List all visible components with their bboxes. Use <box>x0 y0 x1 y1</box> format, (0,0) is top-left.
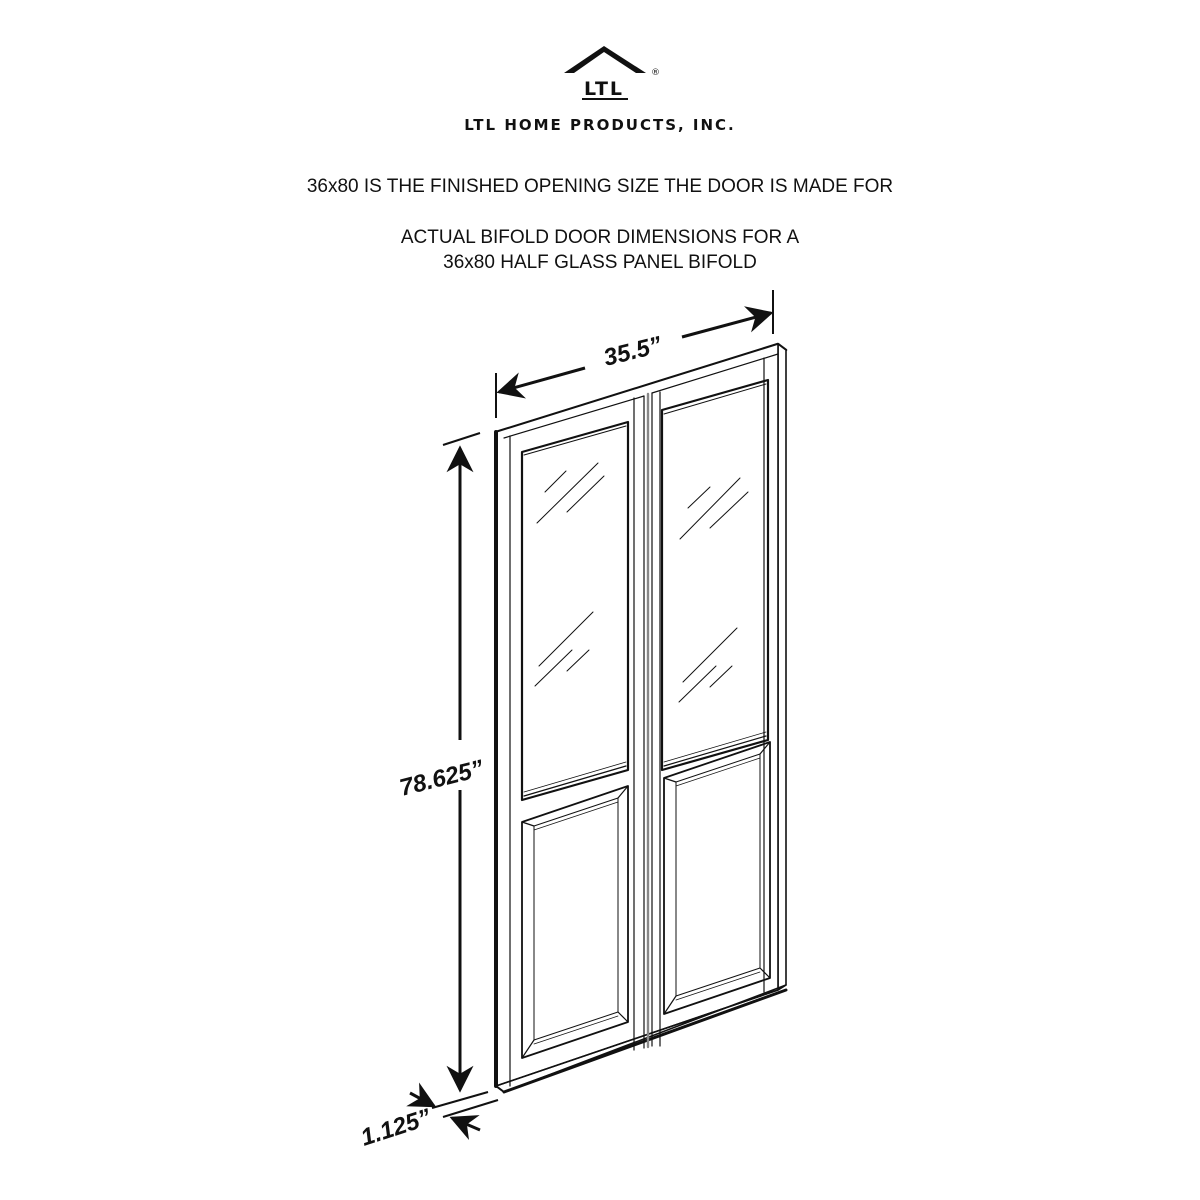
dimensions-title-line1: ACTUAL BIFOLD DOOR DIMENSIONS FOR A <box>400 227 800 248</box>
company-name: LTL HOME PRODUCTS, INC. <box>464 116 736 134</box>
width-dimension <box>495 290 774 418</box>
dimensions-title-line2: 36x80 HALF GLASS PANEL BIFOLD <box>443 252 757 273</box>
registered-mark: ® <box>651 68 660 78</box>
logo-text: LTL <box>584 78 624 100</box>
roof-icon <box>564 46 646 73</box>
thickness-label: 1.125” <box>358 1104 435 1152</box>
height-dimension <box>442 432 481 1093</box>
height-label: 78.625” <box>397 755 486 802</box>
width-label: 35.5” <box>601 331 665 371</box>
glass-reflection-marks <box>534 462 749 703</box>
thickness-dimension <box>406 1082 499 1140</box>
finished-opening-note: 36x80 IS THE FINISHED OPENING SIZE THE D… <box>306 176 894 197</box>
door-outline <box>494 342 788 1094</box>
ltl-logo: LTL ® <box>564 46 660 100</box>
center-hinge-gap <box>643 392 653 1049</box>
left-panel <box>503 395 645 1087</box>
right-panel <box>651 353 779 1047</box>
